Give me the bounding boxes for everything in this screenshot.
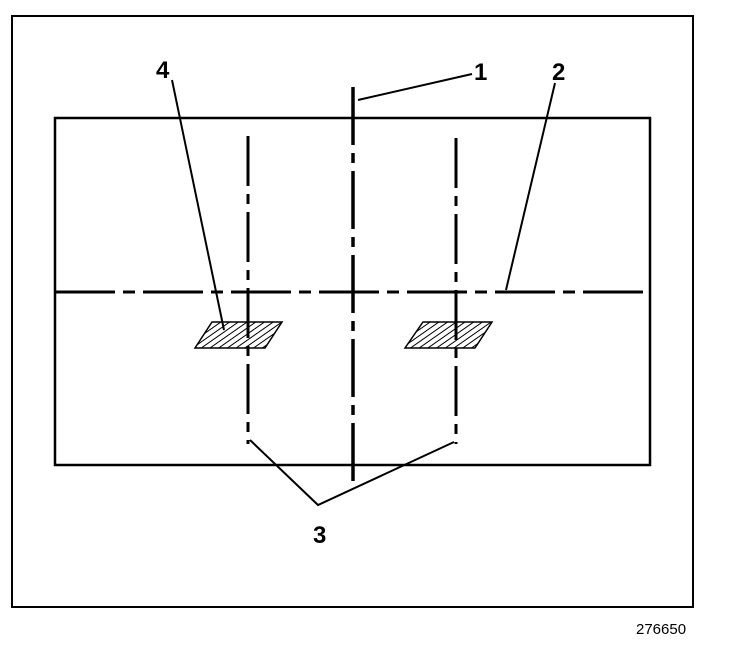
callout-label-2: 2 <box>552 59 565 86</box>
callout-label-4: 4 <box>156 57 170 84</box>
callout-label-3: 3 <box>313 522 326 549</box>
leader-line-4 <box>171 79 225 331</box>
leader-line-3 <box>249 439 455 507</box>
right-hatched-mark <box>403 321 494 349</box>
leader-line-2 <box>505 82 556 291</box>
figure-id: 276650 <box>636 621 686 638</box>
left-hatched-mark <box>193 321 284 349</box>
callout-label-1: 1 <box>474 59 487 86</box>
figure-frame <box>11 15 694 608</box>
leader-line-1 <box>357 73 473 101</box>
